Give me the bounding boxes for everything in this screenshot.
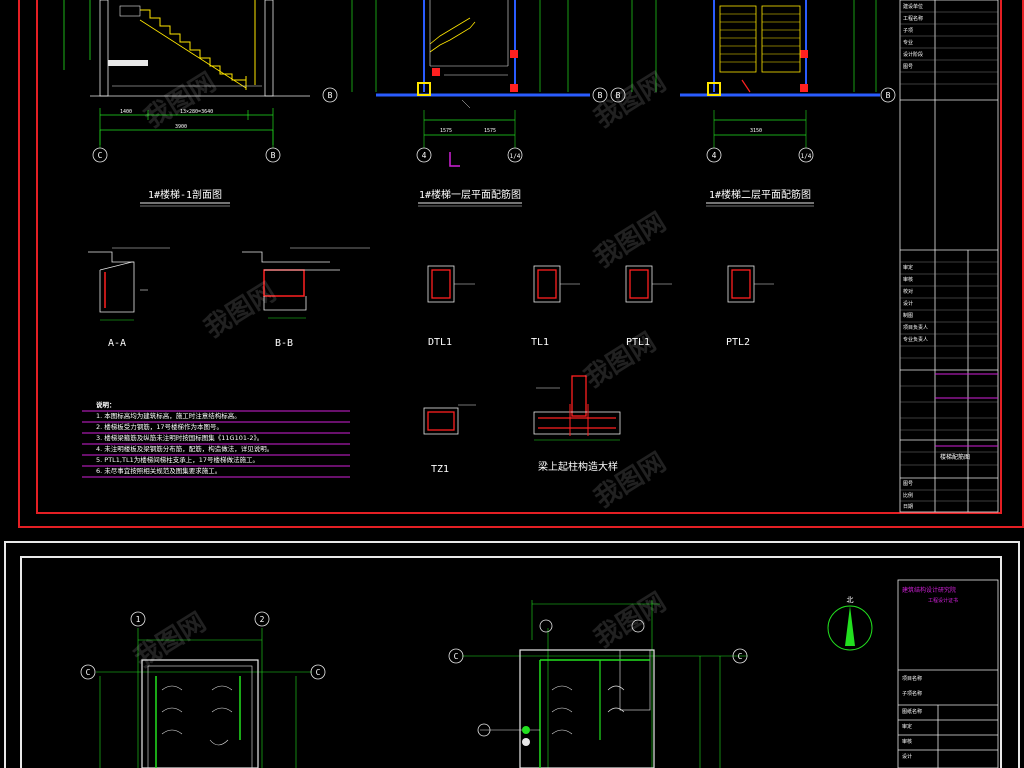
label-beam-column-detail: 梁上起柱构造大样 bbox=[538, 460, 618, 473]
tb-row-discipline-lead: 专业负责人 bbox=[903, 337, 929, 343]
tb-scale: 比例 bbox=[903, 493, 914, 499]
note-line-6: 6. 未尽事宜按照相关规范及图集要求施工。 bbox=[96, 467, 222, 475]
tb-row-drawing-no: 图号 bbox=[903, 64, 914, 70]
dim-1400: 1400 bbox=[120, 109, 132, 115]
btb-row-item: 子项名称 bbox=[902, 691, 923, 697]
tb-row-item: 子项 bbox=[903, 28, 914, 34]
title-block-grid bbox=[900, 11, 998, 502]
dim-3640: 13×280=3640 bbox=[180, 109, 213, 115]
label-b-b: B-B bbox=[275, 338, 293, 349]
label-ptl1: PTL1 bbox=[626, 337, 650, 348]
tb-row-project: 工程名称 bbox=[903, 16, 924, 22]
upper-sheet-frame bbox=[18, 0, 1024, 528]
tb-row-discipline: 专业 bbox=[903, 40, 914, 46]
label-tz1: TZ1 bbox=[431, 464, 449, 475]
btb-row-design: 设计 bbox=[902, 754, 913, 760]
tb-row-approve: 审定 bbox=[903, 265, 914, 271]
axis-c-label: C bbox=[98, 151, 103, 160]
note-line-1: 1. 本图标高均为建筑标高，施工时注意结构标高。 bbox=[96, 412, 241, 420]
dim-3900: 3900 bbox=[175, 124, 187, 130]
axis-c-label-bottom-right: C bbox=[316, 668, 321, 677]
north-arrow: 北 bbox=[827, 596, 873, 651]
column-section-tz1: TZ1 bbox=[423, 404, 476, 475]
beam-column-detail: 梁上起柱构造大样 bbox=[533, 375, 621, 473]
axis-4-label-plan1: 4 bbox=[422, 151, 427, 160]
axis-b-label-plan2-left: B bbox=[616, 91, 621, 100]
lower-sheet-inner-border bbox=[20, 556, 1002, 768]
notes-title: 说明： bbox=[96, 401, 116, 409]
btb-row-approve: 审定 bbox=[902, 724, 913, 730]
note-line-2: 2. 楼梯板受力钢筋，17号楼梯作为本图号。 bbox=[96, 423, 224, 431]
btb-row-project: 项目名称 bbox=[902, 676, 923, 682]
tb-row-client: 建设单位 bbox=[903, 4, 924, 10]
beam-section-ptl2: PTL2 bbox=[726, 265, 774, 348]
axis-1-4-label-plan2: 1/4 bbox=[801, 153, 812, 160]
notes-underlines bbox=[82, 410, 350, 478]
stair-plan-floor2: 3150 B B 4 1/4 1#楼梯二层平面配筋图 bbox=[610, 0, 896, 207]
detail-b-b: B-B bbox=[242, 247, 370, 349]
beam-section-tl1: TL1 bbox=[531, 265, 580, 348]
dim-1575-b: 1575 bbox=[484, 128, 496, 134]
tb-date: 日期 bbox=[903, 504, 914, 510]
label-ptl2: PTL2 bbox=[726, 337, 750, 348]
tb-row-stage: 设计阶段 bbox=[903, 52, 924, 58]
axis-b-label-plan1-left: B bbox=[328, 91, 333, 100]
title-block-magenta-bands bbox=[935, 373, 998, 447]
detail-a-a: A-A bbox=[88, 247, 170, 349]
bottom-title-block bbox=[897, 579, 999, 768]
note-line-3: 3. 楼梯梁箍筋及纵筋未注明时按国标图集《11G101-2》。 bbox=[96, 434, 264, 442]
axis-4-label-plan2: 4 bbox=[712, 151, 717, 160]
btb-sub: 工程设计证书 bbox=[928, 598, 959, 604]
title-section-1-1: 1#楼梯-1剖面图 bbox=[148, 188, 222, 201]
bottom-plan-left: 1 2 C C bbox=[80, 611, 326, 768]
title-floor2-plan: 1#楼梯二层平面配筋图 bbox=[709, 188, 811, 201]
dim-3150: 3150 bbox=[750, 128, 762, 134]
axis-b-label: B bbox=[271, 151, 276, 160]
stair-section-1-1: 1400 13×280=3640 3900 C B 1#楼梯-1剖面图 bbox=[63, 0, 310, 207]
tb-row-project-lead: 项目负责人 bbox=[903, 325, 929, 331]
axis-c-label-bottom-plan2-left: C bbox=[454, 652, 459, 661]
lower-sheet-frame bbox=[4, 541, 1020, 768]
stair-plan-floor1: 1575 1575 B B 4 1/4 1#楼梯一层平面配筋图 bbox=[322, 0, 608, 207]
axis-1-label: 1 bbox=[136, 615, 141, 624]
axis-1-4-label-plan1: 1/4 bbox=[510, 153, 521, 160]
note-line-5: 5. PTL1,TL1为楼梯间梯柱支承上，17号楼梯做法施工。 bbox=[96, 456, 259, 464]
tb-drawing-name: 楼梯配筋图 bbox=[940, 454, 971, 461]
beam-section-ptl1: PTL1 bbox=[625, 265, 672, 348]
north-label: 北 bbox=[847, 596, 854, 604]
axis-c-label-bottom-left: C bbox=[86, 668, 91, 677]
tb-row-review: 审核 bbox=[903, 277, 914, 283]
axis-c-label-bottom-plan2-right: C bbox=[738, 652, 743, 661]
label-tl1: TL1 bbox=[531, 337, 549, 348]
label-dtl1: DTL1 bbox=[428, 337, 452, 348]
tb-sheet-no: 图号 bbox=[903, 481, 914, 487]
tb-row-check: 校对 bbox=[903, 289, 914, 295]
axis-b-label-plan2-right: B bbox=[886, 91, 891, 100]
btb-company: 建筑结构设计研究院 bbox=[902, 587, 957, 594]
title-block bbox=[899, 0, 999, 513]
btb-row-review: 审核 bbox=[902, 739, 913, 745]
beam-section-dtl1: DTL1 bbox=[427, 265, 475, 348]
title-floor1-plan: 1#楼梯一层平面配筋图 bbox=[419, 188, 521, 201]
dim-1575-a: 1575 bbox=[440, 128, 452, 134]
label-a-a: A-A bbox=[108, 338, 126, 349]
tb-row-draft: 制图 bbox=[903, 313, 914, 319]
axis-b-label-plan1-right: B bbox=[598, 91, 603, 100]
tb-row-design: 设计 bbox=[903, 301, 914, 307]
axis-2-label: 2 bbox=[260, 615, 265, 624]
btb-row-drawing: 图纸名称 bbox=[902, 709, 923, 715]
upper-sheet-inner-border bbox=[36, 0, 1002, 514]
bottom-plan-right: C C bbox=[448, 600, 748, 768]
note-line-4: 4. 未注明楼板及梁钢筋分布筋，配筋，构造做法，详见说明。 bbox=[96, 445, 274, 453]
